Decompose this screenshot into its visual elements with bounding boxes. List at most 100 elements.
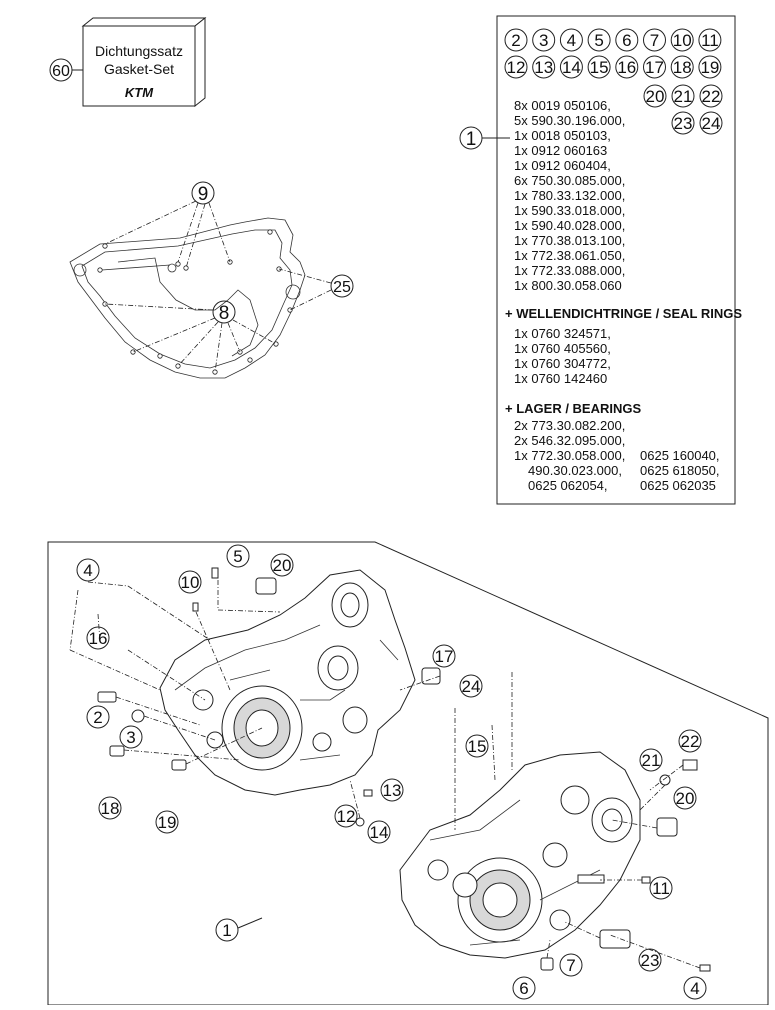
kit-callout-16[interactable]: 16 <box>615 55 639 79</box>
callout-number: 12 <box>507 58 526 77</box>
svg-text:9: 9 <box>198 184 209 205</box>
callout-number: 3 <box>126 728 135 747</box>
kit-callout-18[interactable]: 18 <box>670 55 694 79</box>
gasket-hole <box>102 301 108 307</box>
kit-callout-6[interactable]: 6 <box>615 28 639 52</box>
gasket-hole <box>102 243 108 249</box>
callout-17-c17[interactable]: 17 <box>432 644 456 668</box>
callout-number: 4 <box>567 31 576 50</box>
callout-number: 23 <box>641 951 660 970</box>
callout-23-c23[interactable]: 23 <box>638 948 662 972</box>
callout-number: 3 <box>539 31 548 50</box>
callout-6-c6[interactable]: 6 <box>512 976 536 1000</box>
callout-number: 1 <box>222 921 231 940</box>
kit-callout-21[interactable]: 21 <box>671 84 695 108</box>
callout-number: 23 <box>674 114 693 133</box>
gasket-hole <box>97 267 103 273</box>
parts-list-item: 1x 590.40.028.000, <box>514 218 625 233</box>
callout-number: 16 <box>89 629 108 648</box>
callout-13-c13[interactable]: 13 <box>380 778 404 802</box>
bearings-list: 2x 773.30.082.200,2x 546.32.095.000,1x 7… <box>514 418 720 493</box>
callout-11-c11[interactable]: 11 <box>649 876 673 900</box>
callout-12-c12[interactable]: 12 <box>334 804 358 828</box>
callout-number: 4 <box>690 979 699 998</box>
kit-callout-19[interactable]: 19 <box>698 55 722 79</box>
parts-list-item: 1x 772.38.061.050, <box>514 248 625 263</box>
callout-number: 18 <box>101 799 120 818</box>
parts-list-item: 1x 800.30.058.060 <box>514 278 622 293</box>
kit-callout-24[interactable]: 24 <box>699 111 723 135</box>
seal-rings-list: 1x 0760 324571,1x 0760 405560,1x 0760 30… <box>514 326 611 386</box>
callout-number: 10 <box>673 31 692 50</box>
callout-number: 12 <box>337 807 356 826</box>
kit-box-frame <box>496 15 736 505</box>
kit-callout-4[interactable]: 4 <box>559 28 583 52</box>
callout-15-c15[interactable]: 15 <box>465 734 489 758</box>
gasket-set-box[interactable]: Dichtungssatz Gasket-Set KTM <box>81 16 207 108</box>
callout-1-c1[interactable]: 1 <box>215 918 239 942</box>
kit-callout-12[interactable]: 12 <box>504 55 528 79</box>
parts-list-item: 6x 750.30.085.000, <box>514 173 625 188</box>
callout-number: 18 <box>673 58 692 77</box>
kit-callout-10[interactable]: 10 <box>670 28 694 52</box>
kit-callout-2[interactable]: 2 <box>504 28 528 52</box>
callout-60[interactable]: 60 <box>49 58 83 82</box>
callout-2-c2[interactable]: 2 <box>86 705 110 729</box>
callout-number: 22 <box>681 732 700 751</box>
callout-number: 2 <box>93 708 102 727</box>
callout-20-c20a[interactable]: 20 <box>270 553 294 577</box>
callout-18-c18[interactable]: 18 <box>98 796 122 820</box>
kit-callout-7[interactable]: 7 <box>643 28 666 52</box>
kit-callout-20[interactable]: 20 <box>643 84 667 108</box>
ktm-logo: KTM <box>125 85 154 100</box>
callout-20-c20b[interactable]: 20 <box>673 786 697 810</box>
callout-19-c19[interactable]: 19 <box>155 810 179 834</box>
callout-number: 22 <box>702 87 721 106</box>
seal-ring-item: 1x 0760 142460 <box>514 371 607 386</box>
kit-callout-3[interactable]: 3 <box>532 28 556 52</box>
callout-14-c14[interactable]: 14 <box>367 820 391 844</box>
callout-number: 24 <box>462 677 481 696</box>
callout-24-c24[interactable]: 24 <box>459 674 483 698</box>
kit-callout-15[interactable]: 15 <box>587 55 611 79</box>
kit-callout-17[interactable]: 17 <box>643 55 666 79</box>
callout-16-c16[interactable]: 16 <box>86 626 110 650</box>
callout-10-c10[interactable]: 10 <box>178 570 202 594</box>
callout-4-c4a[interactable]: 4 <box>76 558 100 582</box>
kit-callout-11[interactable]: 11 <box>698 28 722 52</box>
callout-7-c7[interactable]: 7 <box>559 953 583 977</box>
callout-22-c22[interactable]: 22 <box>678 729 702 753</box>
gasket-hole <box>157 353 163 359</box>
kit-callout-23[interactable]: 23 <box>671 111 695 135</box>
kit-callout-13[interactable]: 13 <box>532 55 556 79</box>
callout-number: 13 <box>534 58 553 77</box>
callout-8[interactable]: 8 <box>104 300 277 373</box>
callout-5-c5[interactable]: 5 <box>226 544 250 568</box>
callout-9[interactable]: 9 <box>104 181 231 269</box>
callout-number: 7 <box>650 31 659 50</box>
callout-4-c4b[interactable]: 4 <box>683 976 707 1000</box>
kit-callout-5[interactable]: 5 <box>587 28 611 52</box>
callout-number: 16 <box>617 58 636 77</box>
callout-1-kit[interactable]: 1 <box>459 126 510 150</box>
bearings-heading: + LAGER / BEARINGS <box>505 401 641 416</box>
kit-callout-14[interactable]: 14 <box>559 55 583 79</box>
callout-3-c3[interactable]: 3 <box>119 725 143 749</box>
small-parts <box>97 567 711 972</box>
bearing-item: 490.30.023.000, <box>528 463 622 478</box>
callout-number: 6 <box>519 979 528 998</box>
callout-21-c21[interactable]: 21 <box>639 748 663 772</box>
bearing-item: 0625 062035 <box>640 478 716 493</box>
callout-25[interactable]: 25 <box>278 268 354 311</box>
gasket-hole <box>130 349 136 355</box>
callout-number: 17 <box>645 58 664 77</box>
callout-1-leader <box>237 917 263 929</box>
seal-ring-item: 1x 0760 304772, <box>514 356 611 371</box>
kit-callout-22[interactable]: 22 <box>699 84 723 108</box>
callout-number: 14 <box>562 58 581 77</box>
callout-number: 24 <box>702 114 721 133</box>
parts-list-item: 1x 770.38.013.100, <box>514 233 625 248</box>
callout-number: 21 <box>642 751 661 770</box>
